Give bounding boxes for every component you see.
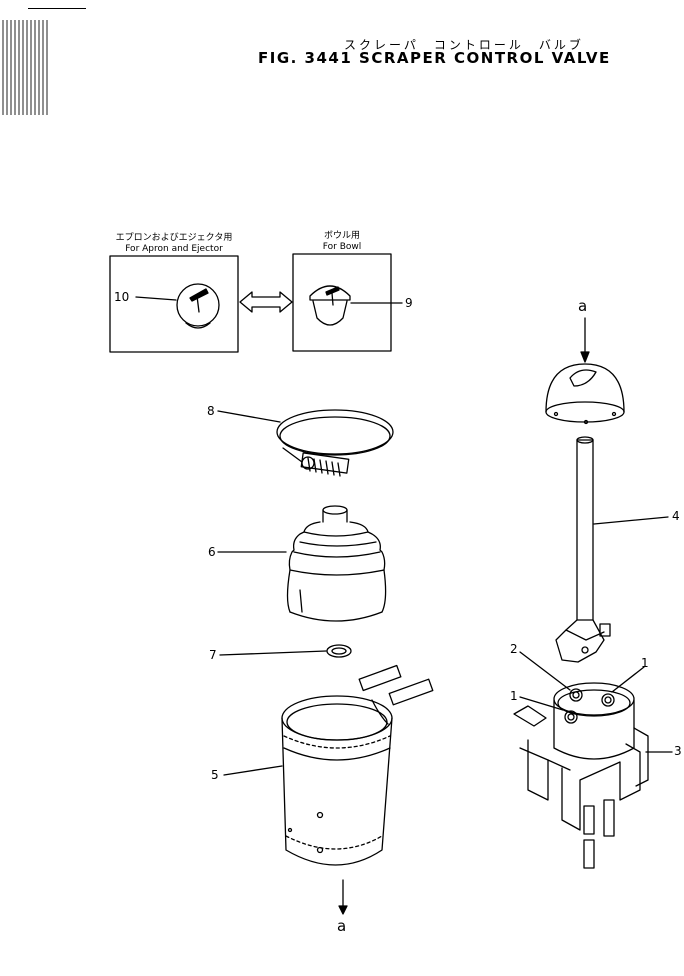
leader-10	[135, 296, 177, 301]
callout-2: 2	[510, 642, 518, 656]
part-5-cover-cylinder	[281, 664, 434, 866]
part-6-rubber-boot	[286, 505, 387, 622]
callout-10: 10	[114, 290, 130, 304]
callout-8: 8	[207, 404, 215, 418]
part-3-valve-body	[513, 682, 649, 869]
leader-2	[519, 651, 571, 691]
knob-apron-ejector	[176, 283, 220, 329]
callout-6: 6	[208, 545, 216, 559]
knob-bowl	[309, 285, 351, 326]
inset-left-caption-en: For Apron and Ejector	[125, 244, 223, 254]
scan-rule	[28, 8, 86, 9]
leader-5	[223, 765, 283, 776]
leader-8	[217, 410, 281, 423]
callout-5: 5	[211, 768, 219, 782]
callout-1-upper: 1	[641, 656, 649, 670]
callout-3: 3	[674, 744, 682, 758]
double-arrow-icon	[239, 291, 293, 313]
callout-1-lower: 1	[510, 689, 518, 703]
label-a-top: a	[578, 297, 588, 315]
part-8-hose-clamp	[276, 409, 394, 477]
inset-left-caption: エプロンおよびエジェクタ用 For Apron and Ejector	[110, 233, 238, 255]
scan-noise	[2, 20, 48, 115]
leader-1b	[519, 696, 564, 711]
arrow-a-top	[580, 317, 590, 363]
label-a-bottom: a	[337, 917, 347, 935]
inset-right-caption: ボウル用 For Bowl	[293, 231, 391, 253]
callout-9: 9	[405, 296, 413, 310]
inset-right-caption-jp: ボウル用	[323, 231, 360, 241]
leader-1a	[611, 666, 645, 693]
title-japanese: スクレーパ コントロール バルブ	[344, 38, 584, 52]
figure-title: FIG. 3441 SCRAPER CONTROL VALVE	[258, 49, 611, 67]
callout-4: 4	[672, 509, 680, 523]
inset-left-caption-jp: エプロンおよびエジェクタ用	[115, 233, 233, 243]
part-7-o-ring	[326, 644, 352, 658]
inset-right-caption-en: For Bowl	[322, 242, 362, 252]
arrow-a-bottom	[338, 879, 348, 915]
leader-4	[593, 516, 669, 525]
inset-box-apron-ejector	[109, 255, 239, 353]
leader-7	[219, 650, 327, 656]
callout-7: 7	[209, 648, 217, 662]
part-4-lever-assembly	[545, 363, 625, 663]
